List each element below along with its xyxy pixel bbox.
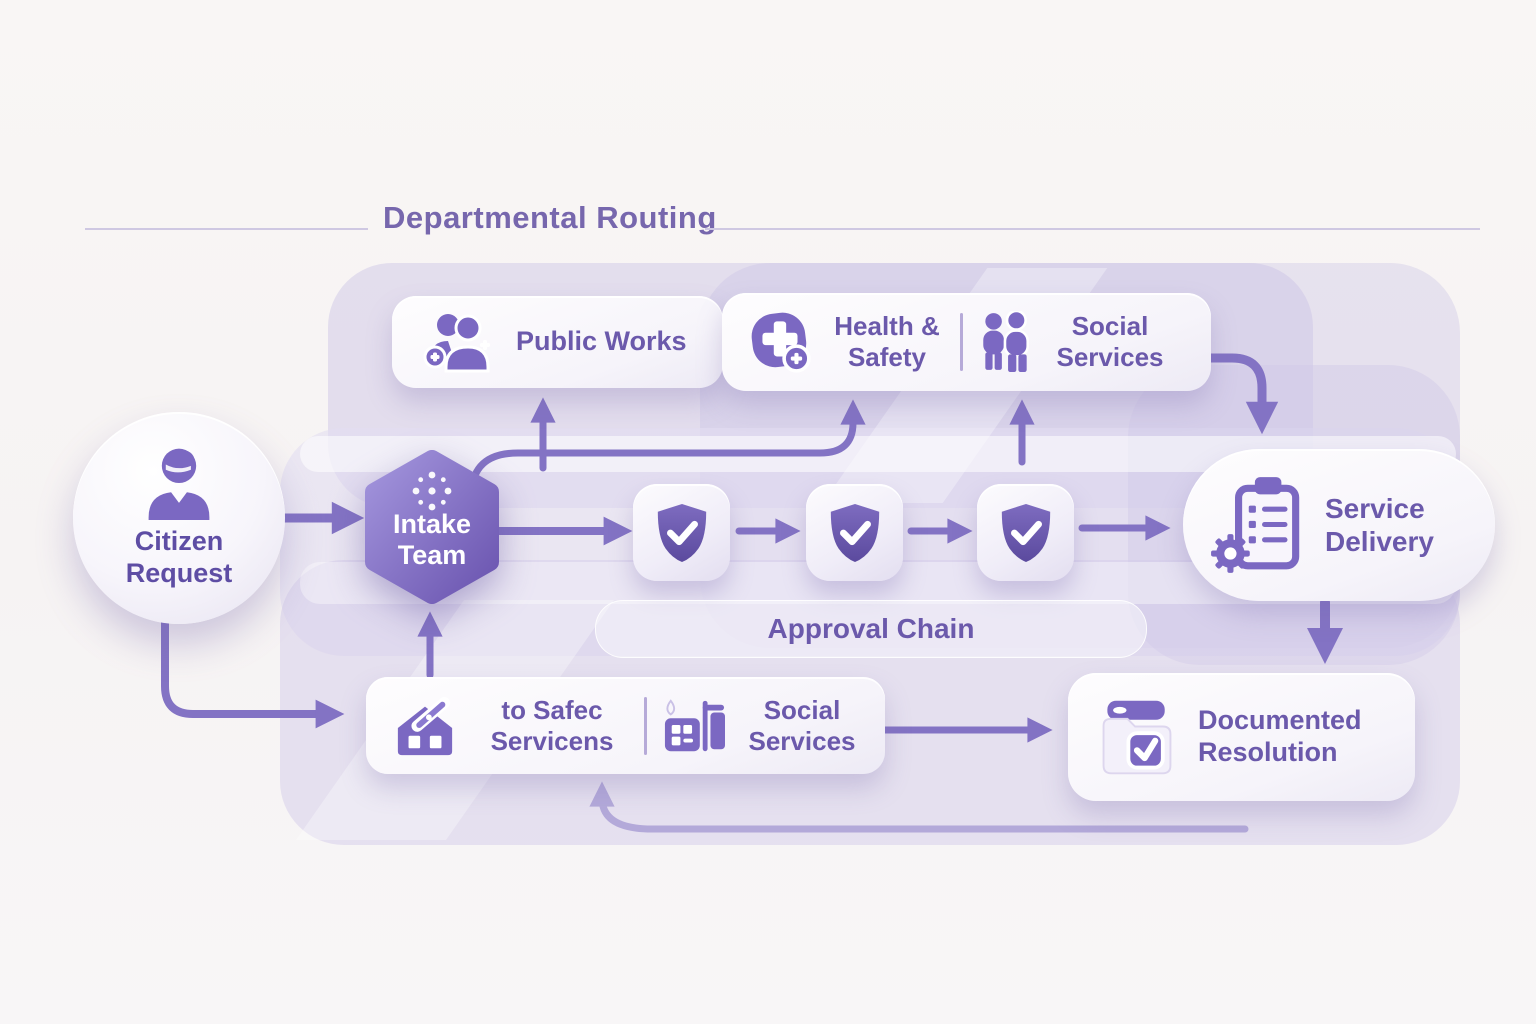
card-divider (644, 696, 647, 755)
card-divider (960, 313, 963, 371)
edge-card-to-service-delivery (1173, 353, 1279, 435)
node-label: Public Works (516, 326, 687, 357)
title-rule-right (705, 228, 1480, 230)
approval-step-2 (806, 484, 903, 581)
person-icon (148, 448, 210, 521)
approval-step-3 (977, 484, 1074, 581)
node-label: to Safec Servicens (490, 694, 614, 756)
node-label: Documented Resolution (1198, 705, 1362, 767)
node-safe-social-card: to Safec Servicens Social Services (366, 677, 885, 774)
approval-chain-label-pill: Approval Chain (595, 600, 1147, 658)
medical-cross-icon (751, 312, 811, 373)
node-health-social-card: Health & Safety Social Services (722, 293, 1211, 391)
approval-step-1 (633, 484, 730, 581)
house-pencil-icon (397, 696, 453, 755)
node-label: Service Delivery (1325, 492, 1434, 557)
shield-check-icon (657, 503, 706, 562)
page-title: Departmental Routing (383, 200, 717, 235)
shield-check-icon (830, 503, 879, 562)
two-people-icon (983, 311, 1029, 372)
clipboard-gear-icon (1211, 477, 1300, 573)
node-citizen-request: Citizen Request (73, 412, 285, 624)
node-documented-resolution: Documented Resolution (1068, 673, 1415, 801)
hexagon-shape (365, 450, 499, 604)
node-label: Social Services (1056, 311, 1164, 372)
gear-dots-icon (412, 471, 452, 511)
node-label: Health & Safety (834, 311, 940, 372)
gear-icon (1211, 534, 1250, 573)
approval-chain-label: Approval Chain (767, 613, 975, 645)
node-intake-team: Intake Team (357, 447, 507, 607)
folder-check-icon (1102, 700, 1172, 775)
edge-citizen-to-safe-services (161, 614, 345, 729)
title-rule-left (85, 228, 368, 230)
node-service-delivery: Service Delivery (1183, 449, 1495, 601)
node-label: Intake Team (392, 509, 472, 571)
node-public-works: Public Works (392, 296, 723, 388)
node-label: Citizen Request (125, 526, 233, 588)
shield-check-icon (1001, 503, 1050, 562)
building-flag-icon (664, 698, 725, 751)
people-group-icon (423, 314, 490, 373)
edge-return-to-safe-services (589, 781, 1249, 833)
node-label: Social Services (748, 694, 856, 756)
